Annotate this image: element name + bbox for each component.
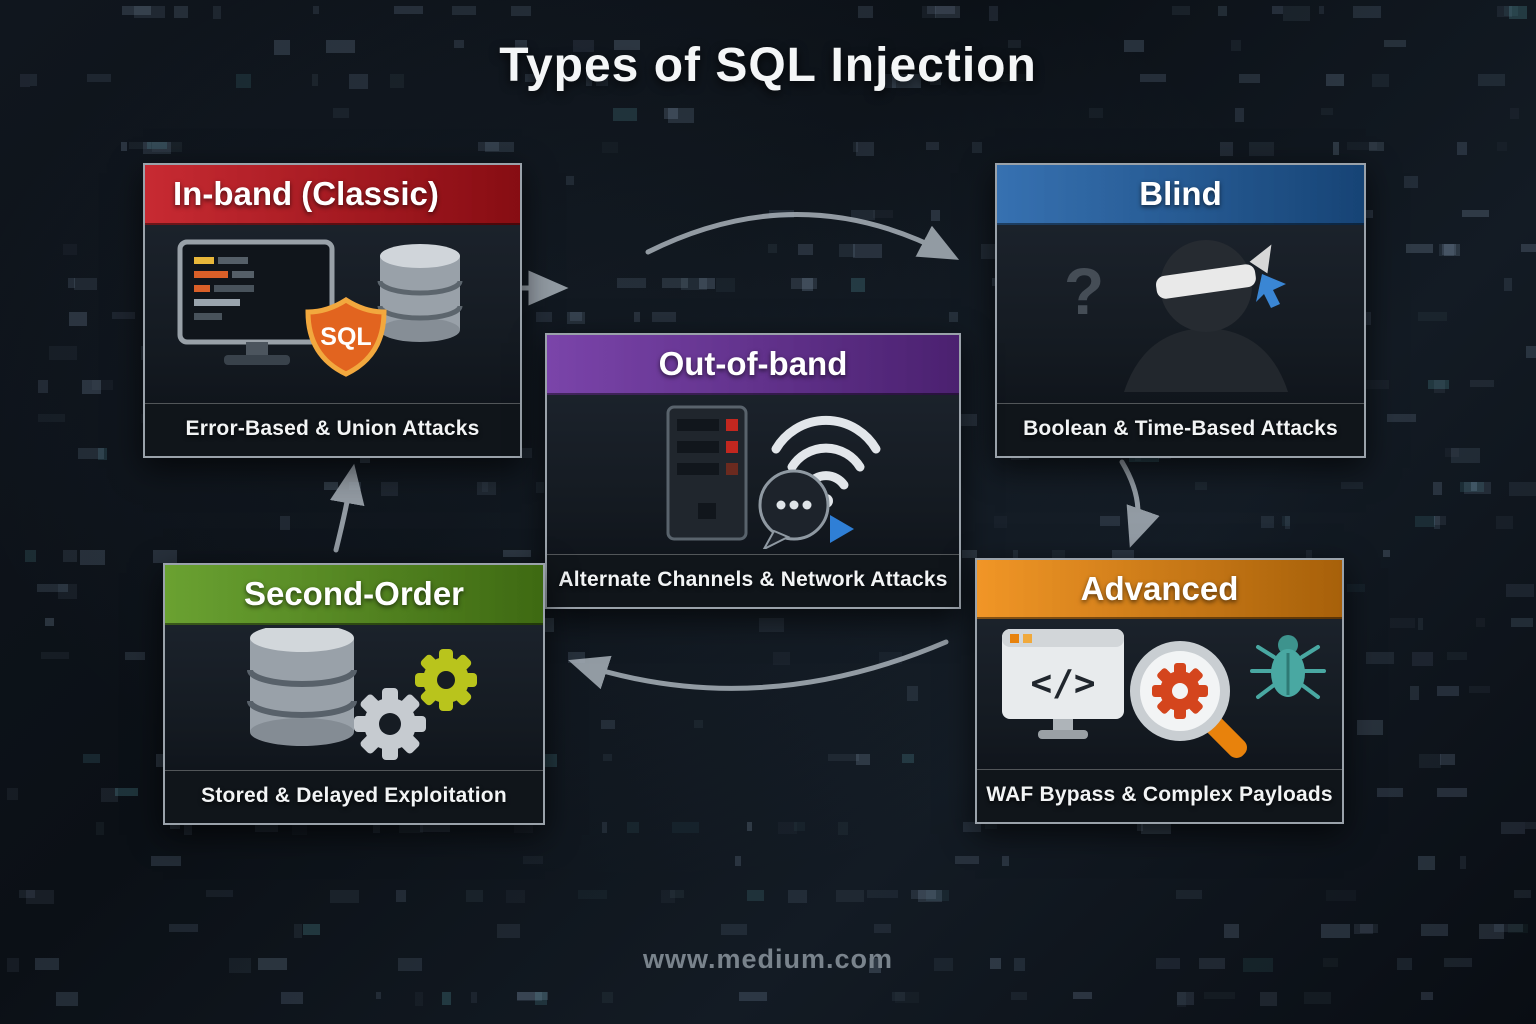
card-header-advanced: Advanced: [977, 560, 1342, 619]
send-arrow-icon: [830, 514, 854, 543]
arrow-top-curve-to-blind: [645, 212, 960, 260]
card-title-blind: Blind: [1139, 175, 1222, 212]
card-caption-blind: Boolean & Time-Based Attacks: [997, 403, 1364, 456]
caption-text-out-of-band: Alternate Channels & Network Attacks: [558, 568, 948, 591]
caption-text-advanced: WAF Bypass & Complex Payloads: [986, 783, 1333, 806]
server-tower-icon: [666, 405, 748, 540]
second-order-illustration: [247, 627, 477, 760]
card-header-second-order: Second-Order: [165, 565, 543, 625]
card-in-band: In-band (Classic): [143, 163, 522, 458]
database-icon: [377, 244, 462, 342]
card-second-order: Second-Order: [163, 563, 545, 825]
card-advanced: Advanced </>: [975, 558, 1344, 824]
card-title-advanced: Advanced: [1080, 569, 1239, 607]
code-symbol-label: </>: [1030, 663, 1095, 704]
arrow-second-order-to-inband: [329, 463, 365, 553]
cursor-icon: [1255, 274, 1286, 308]
database-icon: [247, 627, 357, 746]
card-header-in-band: In-band (Classic): [145, 165, 520, 225]
card-body-second-order: [165, 625, 543, 770]
question-mark-icon: ?: [1063, 254, 1103, 328]
card-blind: Blind ? Boolean & Time-Based Attacks: [995, 163, 1366, 458]
caption-text-blind: Boolean & Time-Based Attacks: [1023, 417, 1338, 440]
monitor-code-icon: [177, 239, 334, 365]
sql-badge-label: SQL: [320, 323, 371, 351]
arrow-bottom-curve-to-second-order: [568, 639, 949, 691]
card-out-of-band: Out-of-band: [545, 333, 961, 609]
footer-watermark: www.medium.com: [642, 944, 894, 974]
card-header-blind: Blind: [997, 165, 1364, 225]
blind-illustration: ?: [1063, 240, 1288, 392]
blindfolded-figure-icon: [1123, 240, 1288, 392]
card-title-in-band: In-band (Classic): [173, 175, 439, 212]
card-body-advanced: </>: [977, 619, 1342, 769]
card-title-second-order: Second-Order: [243, 575, 465, 612]
magnifier-gear-icon: [1129, 641, 1247, 758]
code-window-icon: </>: [1001, 629, 1124, 739]
card-body-blind: ?: [997, 225, 1364, 403]
sql-shield-icon: SQL: [304, 297, 387, 377]
advanced-illustration: </>: [1001, 629, 1326, 758]
page-title: Types of SQL Injection: [499, 39, 1037, 92]
arrow-blind-to-advanced: [1119, 459, 1160, 548]
card-title-out-of-band: Out-of-band: [658, 345, 848, 382]
gear-green-icon: [415, 648, 477, 711]
gear-gray-icon: [354, 687, 426, 760]
caption-text-second-order: Stored & Delayed Exploitation: [201, 784, 507, 807]
bug-icon: [1249, 635, 1326, 699]
out-of-band-illustration: [666, 405, 881, 549]
card-header-out-of-band: Out-of-band: [547, 335, 959, 395]
card-caption-out-of-band: Alternate Channels & Network Attacks: [547, 554, 959, 607]
card-body-out-of-band: [547, 395, 959, 554]
card-caption-second-order: Stored & Delayed Exploitation: [165, 770, 543, 823]
chat-bubble-icon: [758, 469, 854, 549]
card-caption-in-band: Error-Based & Union Attacks: [145, 403, 520, 456]
card-body-in-band: SQL: [145, 225, 520, 403]
card-caption-advanced: WAF Bypass & Complex Payloads: [977, 769, 1342, 822]
caption-text-in-band: Error-Based & Union Attacks: [185, 417, 480, 440]
in-band-illustration: SQL: [177, 239, 462, 377]
